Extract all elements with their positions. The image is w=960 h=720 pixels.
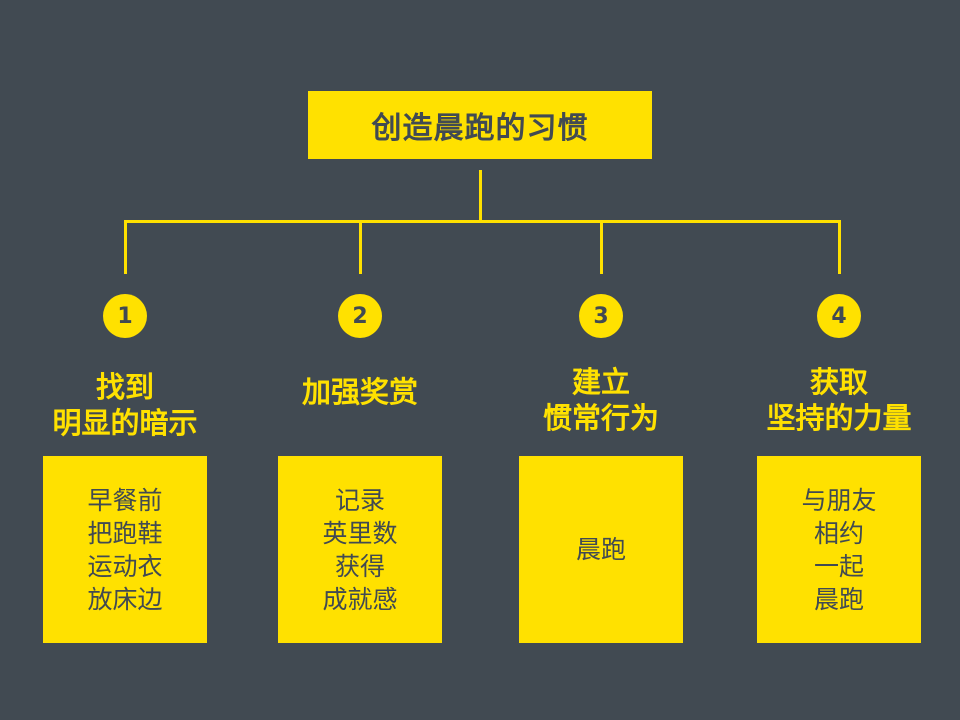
- card-line: 晨跑: [813, 584, 864, 614]
- heading-line: 获取: [809, 365, 868, 399]
- heading-line: 建立: [571, 365, 630, 399]
- heading-line: 惯常行为: [542, 401, 659, 435]
- card-line: 一起: [813, 551, 864, 581]
- heading-line: 找到: [95, 370, 154, 404]
- step-number-badge: 2: [338, 294, 382, 338]
- card-line: 获得: [334, 551, 385, 581]
- card-line: 英里数: [322, 518, 398, 548]
- branch-heading: 建立 惯常行为: [491, 360, 711, 440]
- trunk-connector: [479, 170, 482, 222]
- branch-card: 早餐前 把跑鞋 运动衣 放床边: [43, 456, 207, 643]
- card-line: 成就感: [322, 584, 398, 614]
- step-number: 4: [831, 303, 847, 329]
- card-line: 早餐前: [87, 485, 163, 515]
- step-number: 1: [117, 303, 133, 329]
- step-number-badge: 1: [103, 294, 147, 338]
- branch-heading: 加强奖赏: [250, 352, 470, 432]
- branch-card: 晨跑: [519, 456, 683, 643]
- card-line: 与朋友: [801, 485, 877, 515]
- step-number: 2: [352, 303, 368, 329]
- branch-connector-2: [359, 220, 362, 274]
- card-line: 晨跑: [575, 535, 626, 564]
- branch-connector-4: [838, 220, 841, 274]
- step-number-badge: 4: [817, 294, 861, 338]
- branch-card: 记录 英里数 获得 成就感: [278, 456, 442, 643]
- root-node: 创造晨跑的习惯: [308, 91, 652, 159]
- card-line: 放床边: [87, 584, 163, 614]
- branch-heading: 获取 坚持的力量: [729, 360, 949, 440]
- branch-card: 与朋友 相约 一起 晨跑: [757, 456, 921, 643]
- branch-connector-1: [124, 220, 127, 274]
- card-line: 运动衣: [87, 551, 163, 581]
- horizontal-connector: [124, 220, 841, 223]
- step-number-badge: 3: [579, 294, 623, 338]
- branch-connector-3: [600, 220, 603, 274]
- heading-line: 加强奖赏: [301, 375, 418, 409]
- heading-line: 明显的暗示: [52, 406, 198, 440]
- card-line: 相约: [813, 518, 864, 548]
- step-number: 3: [593, 303, 609, 329]
- root-title: 创造晨跑的习惯: [371, 111, 589, 146]
- heading-line: 坚持的力量: [766, 401, 912, 435]
- card-line: 把跑鞋: [87, 518, 163, 548]
- card-line: 记录: [334, 485, 385, 515]
- branch-heading: 找到 明显的暗示: [15, 365, 235, 445]
